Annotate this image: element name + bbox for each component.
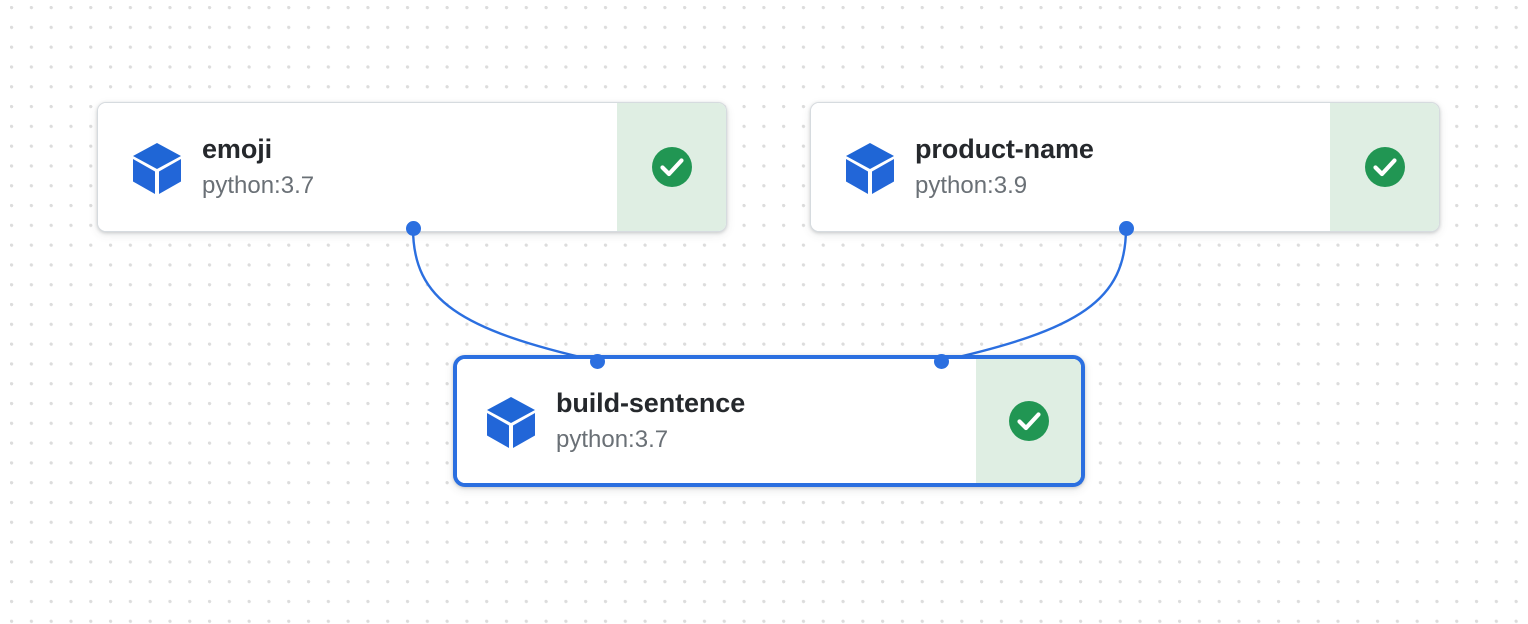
success-check-icon [1362,144,1408,190]
node-body: emoji python:3.7 [98,103,617,231]
node-status [976,359,1081,483]
node-title: build-sentence [556,387,746,418]
cube-icon [841,138,899,196]
node-product-name-source-handle[interactable] [1119,221,1134,236]
node-text: build-sentence python:3.7 [556,387,745,455]
cube-icon [482,392,540,450]
node-emoji-source-handle[interactable] [406,221,421,236]
success-check-icon [649,144,695,190]
edge-product-name-to-build-sentence[interactable] [939,226,1128,363]
cube-icon [128,138,186,196]
node-build-sentence-target-handle-right[interactable] [934,354,949,369]
edge-emoji-to-build-sentence[interactable] [411,226,599,363]
node-build-sentence[interactable]: build-sentence python:3.7 [453,355,1085,487]
node-emoji[interactable]: emoji python:3.7 [97,102,727,232]
node-subtitle: python:3.7 [556,425,669,453]
node-text: product-name python:3.9 [915,133,1094,201]
node-product-name[interactable]: product-name python:3.9 [810,102,1440,232]
node-text: emoji python:3.7 [202,133,314,201]
node-title: emoji [202,133,273,164]
success-check-icon [1006,398,1052,444]
node-body: build-sentence python:3.7 [457,359,976,483]
node-status [617,103,726,231]
node-subtitle: python:3.9 [915,171,1028,199]
node-subtitle: python:3.7 [202,171,315,199]
node-status [1330,103,1439,231]
node-title: product-name [915,133,1094,164]
node-body: product-name python:3.9 [811,103,1330,231]
node-build-sentence-target-handle-left[interactable] [590,354,605,369]
